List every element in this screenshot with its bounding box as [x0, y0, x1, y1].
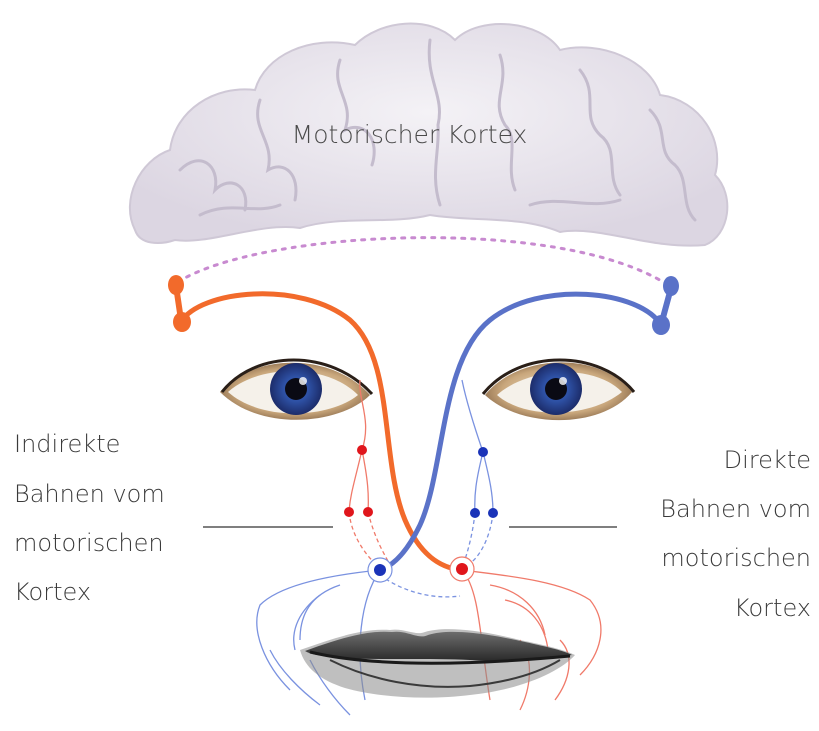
left-eye-icon [220, 360, 372, 420]
left-label-line-4: Kortex [14, 580, 91, 604]
neuron-icon [478, 447, 488, 457]
right-label-line-3: motorischen [661, 546, 811, 570]
neuron-icon [363, 507, 373, 517]
mouth-icon [300, 629, 575, 697]
right-label-line-2: Bahnen vom [660, 497, 811, 521]
left-label-line-2: Bahnen vom [14, 482, 165, 506]
right-label-line-1: Direkte [724, 448, 811, 472]
neuron-icon [357, 445, 367, 455]
dotted-interhemispheric-connection [178, 238, 668, 285]
facial-nucleus-neurons [368, 557, 474, 582]
right-eye-icon [483, 360, 634, 420]
left-label-line-3: motorischen [14, 531, 164, 555]
neuron-icon [470, 508, 480, 518]
neuron-icon [488, 508, 498, 518]
right-label-line-4: Kortex [734, 596, 811, 620]
brain-title: Motorischer Kortex [0, 122, 819, 147]
neuron-icon [344, 507, 354, 517]
blue-motor-pathway [380, 276, 679, 570]
left-label-line-1: Indirekte [14, 432, 120, 456]
